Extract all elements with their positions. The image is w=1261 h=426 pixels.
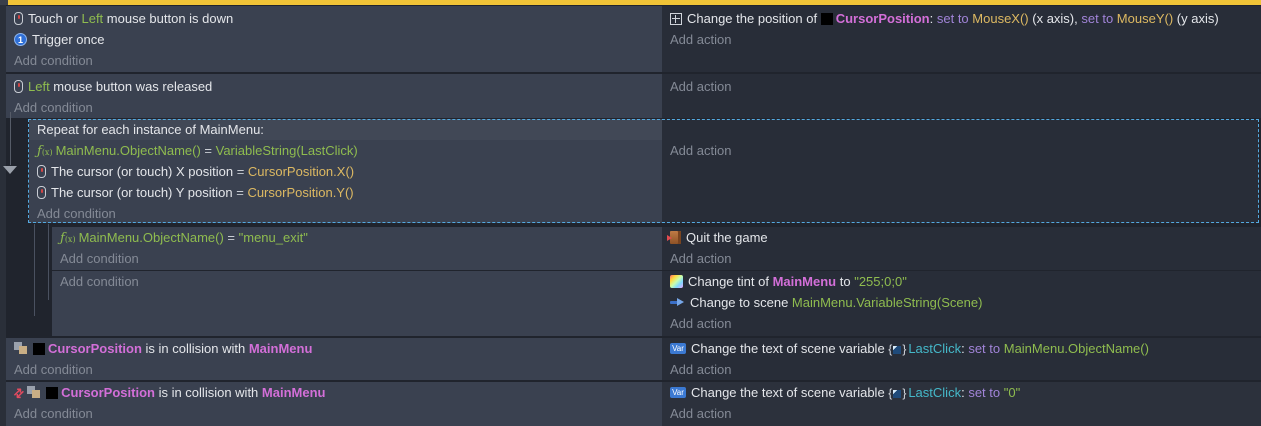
event-collision: CursorPosition is in collision with Main… xyxy=(0,338,1261,380)
event-no-collision: CursorPosition is in collision with Main… xyxy=(0,382,1261,426)
add-action-link[interactable]: Add action xyxy=(670,251,732,266)
trigger-once-icon xyxy=(14,33,27,47)
condition-row[interactable]: The cursor (or touch) Y position = Curso… xyxy=(29,182,662,203)
scene-variable-braces-icon xyxy=(888,339,906,359)
mouse-icon xyxy=(37,186,46,200)
mouse-icon xyxy=(37,165,46,179)
add-condition-link[interactable]: Add condition xyxy=(60,251,139,266)
variable-name: LastClick xyxy=(908,341,962,356)
condition-row[interactable]: Left mouse button was released xyxy=(6,76,662,97)
sub-event-tree-line xyxy=(48,224,49,300)
tint-icon xyxy=(670,275,683,289)
function-icon xyxy=(60,228,76,248)
move-position-icon xyxy=(670,12,682,25)
event-mouse-released: Left mouse button was released Add condi… xyxy=(0,74,1261,118)
quit-door-icon xyxy=(667,231,681,245)
function-icon xyxy=(37,141,53,161)
condition-row[interactable]: MainMenu.ObjectName() = "menu_exit" xyxy=(52,227,662,248)
add-action-link[interactable]: Add action xyxy=(670,32,732,47)
condition-row[interactable]: Touch or Left mouse button is down xyxy=(6,8,662,29)
object-name: MainMenu xyxy=(261,385,326,400)
action-row[interactable]: Change the text of scene variable LastCl… xyxy=(662,382,1261,403)
invert-condition-icon xyxy=(14,383,24,403)
add-action-link[interactable]: Add action xyxy=(670,79,732,94)
object-thumbnail xyxy=(46,386,59,399)
object-thumbnail xyxy=(33,342,45,355)
action-row[interactable]: Change the position of CursorPosition: s… xyxy=(662,8,1261,29)
add-condition-link[interactable]: Add condition xyxy=(14,362,93,377)
object-name: MainMenu xyxy=(248,341,313,356)
variable-icon xyxy=(670,387,686,399)
object-thumbnail xyxy=(820,12,833,25)
change-scene-icon xyxy=(670,297,685,308)
add-action-link[interactable]: Add action xyxy=(670,362,732,377)
fold-connector-line xyxy=(10,112,11,165)
sub-event-change-scene: Add condition Change tint of MainMenu to… xyxy=(0,271,1261,336)
action-row[interactable]: Change to scene MainMenu.VariableString(… xyxy=(662,292,1261,313)
mouse-icon xyxy=(14,80,23,94)
sub-event-tree-line xyxy=(34,224,35,316)
variable-icon xyxy=(670,343,686,355)
condition-row[interactable]: Trigger once xyxy=(6,29,662,50)
add-condition-link[interactable]: Add condition xyxy=(60,274,139,289)
add-condition-link[interactable]: Add condition xyxy=(14,53,93,68)
object-name: CursorPosition xyxy=(48,341,142,356)
event-touch-down: Touch or Left mouse button is down Trigg… xyxy=(0,6,1261,72)
condition-row[interactable]: The cursor (or touch) X position = Curso… xyxy=(29,161,662,182)
object-name: CursorPosition xyxy=(835,11,930,26)
add-condition-link[interactable]: Add condition xyxy=(14,406,93,421)
variable-name: LastClick xyxy=(908,385,962,400)
collision-icon xyxy=(14,342,28,355)
object-name: CursorPosition xyxy=(61,385,155,400)
event-sheet-gutter xyxy=(0,5,6,426)
object-name: MainMenu xyxy=(772,274,837,289)
add-action-link[interactable]: Add action xyxy=(670,406,732,421)
tab-accent-bar xyxy=(8,0,1261,5)
condition-row[interactable]: CursorPosition is in collision with Main… xyxy=(6,382,662,403)
sub-event-exit-check: MainMenu.ObjectName() = "menu_exit" Add … xyxy=(0,227,1261,270)
add-action-link[interactable]: Add action xyxy=(670,316,732,331)
action-row[interactable]: Quit the game xyxy=(662,227,1261,248)
action-row[interactable]: Change the text of scene variable LastCl… xyxy=(662,338,1261,359)
add-condition-link[interactable]: Add condition xyxy=(37,206,116,221)
add-action-link[interactable]: Add action xyxy=(670,143,732,158)
action-row[interactable]: Change tint of MainMenu to "255;0;0" xyxy=(662,271,1261,292)
mouse-icon xyxy=(14,12,23,26)
condition-row[interactable]: MainMenu.ObjectName() = VariableString(L… xyxy=(29,140,662,161)
fold-arrow[interactable] xyxy=(3,166,17,174)
collision-icon xyxy=(27,386,41,399)
for-each-header[interactable]: Repeat for each instance of MainMenu: xyxy=(29,119,662,140)
condition-row[interactable]: CursorPosition is in collision with Main… xyxy=(6,338,662,359)
add-condition-link[interactable]: Add condition xyxy=(14,100,93,115)
event-repeat-for-each: Repeat for each instance of MainMenu: Ma… xyxy=(0,119,1261,223)
scene-variable-braces-icon xyxy=(888,383,906,403)
accent-corner xyxy=(0,0,8,5)
